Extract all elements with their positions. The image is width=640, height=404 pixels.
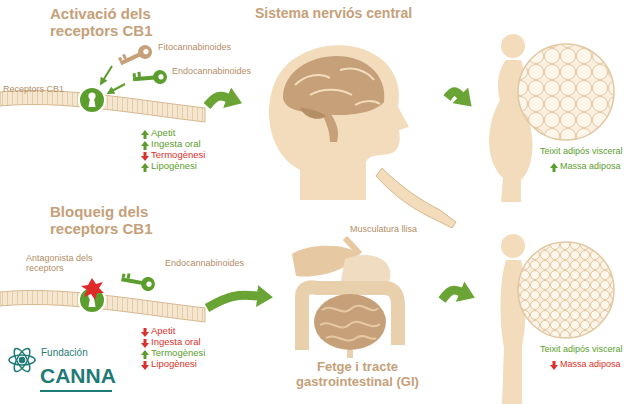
adipose-tissue-zoom <box>518 242 614 338</box>
hand-illustration <box>376 168 456 228</box>
effect-item: Ingesta oral <box>151 139 201 150</box>
trend-arrow-shape <box>141 361 149 370</box>
cb1-receptor <box>79 87 105 113</box>
panel-text: Massa adiposa <box>560 359 621 369</box>
gut-panel: Fetge i tracte gastrointestinal (GI) <box>275 236 440 396</box>
logo-text: Fundación <box>41 347 88 359</box>
panel-heading: Teixit adipós visceral <box>540 344 623 354</box>
logo-brand: CANNA <box>40 364 116 388</box>
panel-text: Massa adiposa <box>560 161 621 171</box>
receptor-antagonist <box>81 278 104 300</box>
trend-arrow-shape <box>141 350 149 359</box>
adipose-tissue-zoom <box>518 44 614 140</box>
receptor-label: Receptors CB1 <box>3 84 64 94</box>
trend-arrow <box>550 361 558 370</box>
logo-underline <box>40 390 112 392</box>
trend-arrow-shape <box>141 130 149 139</box>
effect-item: Termogènesi <box>151 348 205 359</box>
panel-heading: Sistema nerviós central <box>255 5 412 21</box>
trend-arrow <box>550 163 558 172</box>
flow-arrow <box>207 295 258 308</box>
endocannabinoid-key <box>132 69 167 86</box>
panel-heading: Activació dels receptors CB1 <box>50 5 178 40</box>
trend-arrow <box>141 163 149 172</box>
trend-arrow <box>141 328 149 337</box>
trend-arrow <box>141 339 149 348</box>
adipose-panel: Teixit adipós visceralMassa adiposa <box>478 30 636 175</box>
flow-arrow <box>442 290 461 300</box>
muscle-label: Musculatura llisa <box>350 224 417 234</box>
trend-arrow <box>141 361 149 370</box>
panel-heading: Teixit adipós visceral <box>540 146 623 156</box>
ligand-label: Fitocannabinoides <box>158 42 231 52</box>
flow-arrow <box>447 92 461 98</box>
phytocannabinoid-key <box>118 43 155 70</box>
trend-arrow-shape <box>141 339 149 348</box>
trend-arrow <box>141 130 149 139</box>
trend-arrow <box>141 141 149 150</box>
logo-icon <box>9 346 35 374</box>
antagonist-label: Antagonista dels receptors <box>26 253 100 274</box>
panel-heading: Fetge i tracte gastrointestinal (GI) <box>277 360 438 390</box>
binding-arrow <box>102 66 112 82</box>
effect-item: Ingesta oral <box>151 337 201 348</box>
endocannabinoid-key <box>120 272 156 292</box>
trend-arrow-shape <box>141 163 149 172</box>
trend-arrow-shape <box>141 152 149 161</box>
gut-illustration <box>292 238 398 358</box>
adipose-panel: Teixit adipós visceralMassa adiposa <box>478 232 636 382</box>
trend-arrow-shape <box>550 361 558 370</box>
binding-arrow <box>110 84 125 92</box>
trend-arrow <box>141 350 149 359</box>
trend-arrow <box>141 152 149 161</box>
activation-panel: Activació dels receptors CB1 <box>0 2 205 126</box>
ligand-label: Endocannabinoides <box>172 66 251 76</box>
ligand-label: Endocannabinoides <box>165 258 244 268</box>
flow-arrow <box>207 96 228 106</box>
trend-arrow-shape <box>141 328 149 337</box>
body-silhouette <box>500 234 525 404</box>
effect-item: Termogènesi <box>151 150 205 161</box>
panel-heading: Bloqueig dels receptors CB1 <box>50 203 178 238</box>
effect-item: Lipogènesi <box>151 161 197 172</box>
brain-panel: Sistema nerviós central <box>245 2 445 202</box>
effect-item: Apetit <box>151 128 175 139</box>
effect-item: Lipogènesi <box>151 359 197 370</box>
trend-arrow-shape <box>550 163 558 172</box>
effect-item: Apetit <box>151 326 175 337</box>
trend-arrow-shape <box>141 141 149 150</box>
